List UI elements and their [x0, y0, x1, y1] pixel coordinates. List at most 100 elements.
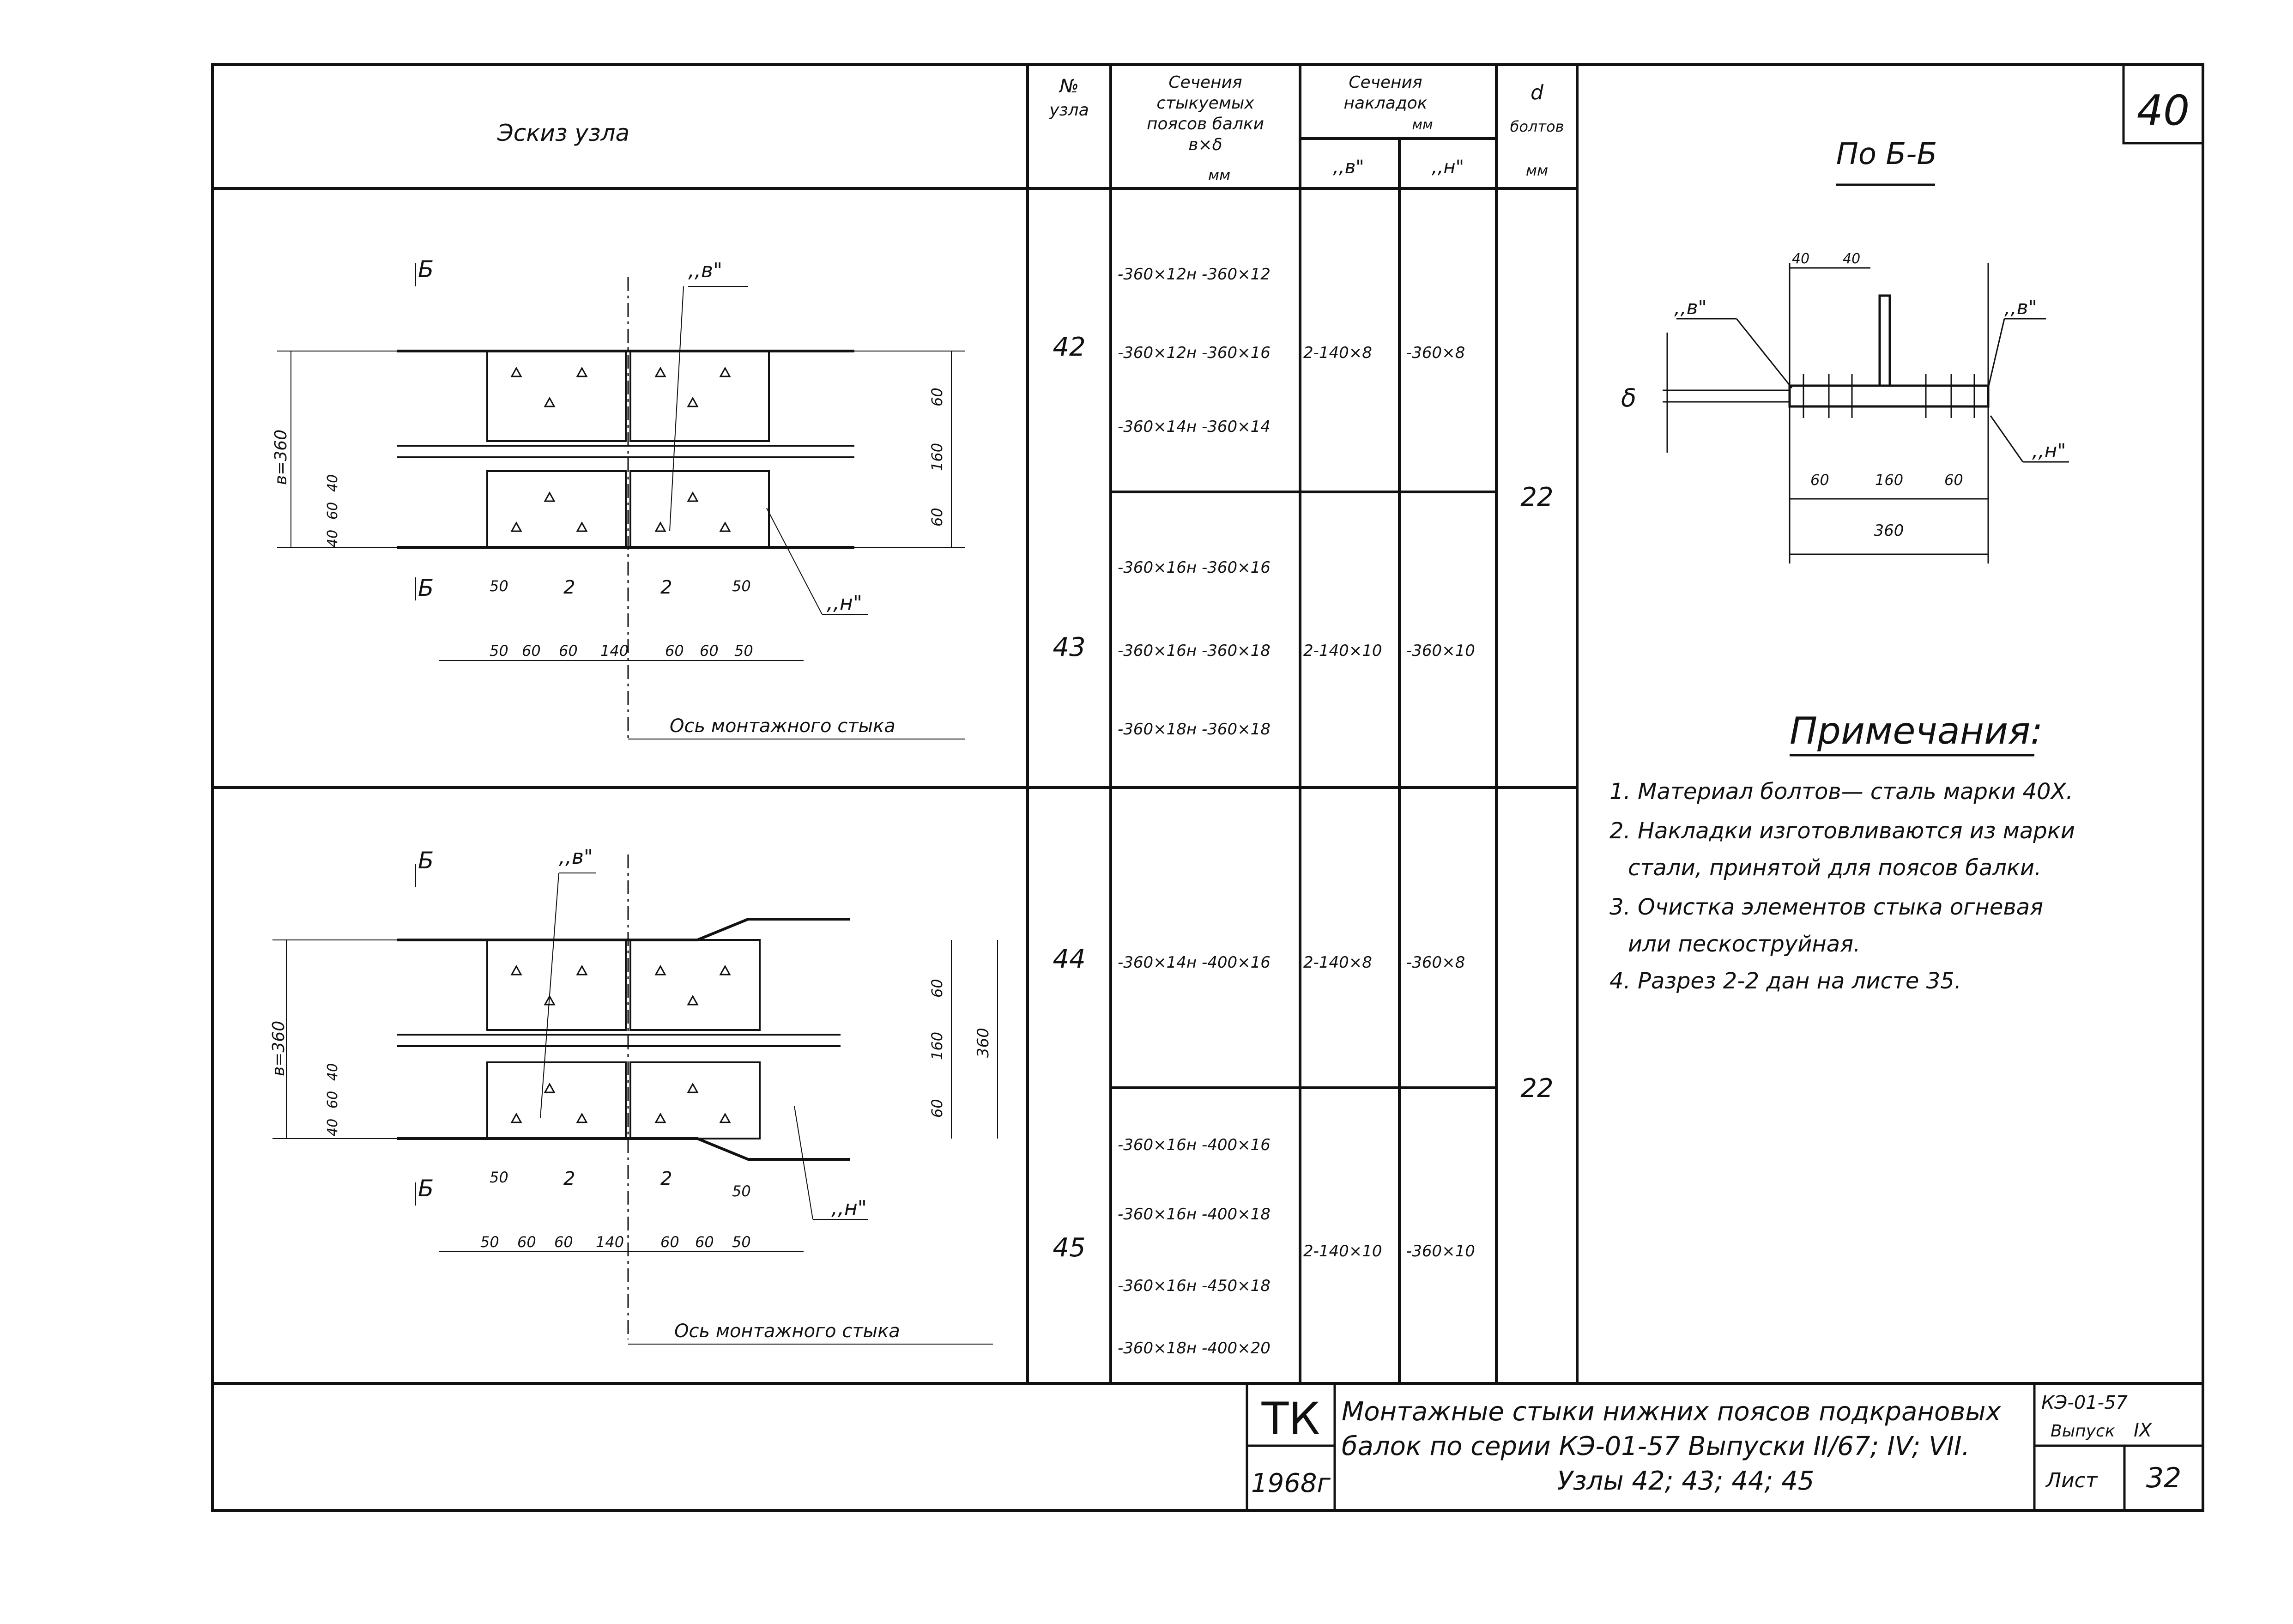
- sketch-top-bottom-dim-3: 60: [559, 642, 578, 660]
- title-series: КЭ-01-57: [2041, 1392, 2128, 1413]
- note-2: 2. Накладки изготовливаются из марки: [1609, 818, 2075, 844]
- sketch-top-right-dim-2: 160: [928, 443, 946, 471]
- sketch-top: Б Б ,,в" ,,н" в=360 40 60 40 60 160 60 5…: [272, 256, 965, 739]
- sketch-bottom-small-dim-4: 50: [732, 1182, 751, 1200]
- sketch-bottom-overall-dim: 360: [974, 1028, 992, 1058]
- note-3-cont: или пескоструйная.: [1628, 931, 1860, 957]
- section-45-2: -360×16н -400×18: [1118, 1205, 1271, 1224]
- sketch-bottom-left-dim-2: 60: [325, 1091, 341, 1109]
- sketch-bottom: Б Б ,,в" ,,н" в=360 40 60 40 60 160 60 3…: [269, 845, 998, 1345]
- sketch-top-section-mark: Б: [418, 256, 434, 283]
- sketch-top-label-n: ,,н": [827, 591, 862, 615]
- sketch-top-small-dim-4: 50: [732, 577, 751, 595]
- header-node-no-2: узла: [1049, 101, 1089, 120]
- title-sheet-value: 32: [2146, 1462, 2181, 1494]
- section-43-2: -360×16н -360×18: [1118, 642, 1271, 660]
- sketch-bottom-label-n: ,,н": [831, 1196, 867, 1220]
- header-flange-3: поясов балки: [1147, 115, 1264, 133]
- sketch-bottom-left-dim-3: 40: [325, 1063, 341, 1081]
- title-block: ТК 1968г Монтажные стыки нижних поясов п…: [1246, 1383, 2203, 1510]
- table-header: Эскиз узла № узла Сечения стыкуемых пояс…: [497, 73, 1564, 184]
- title-line-2: балок по серии КЭ-01-57 Выпуски II/67; I…: [1342, 1431, 1970, 1461]
- sketch-bottom-right-dim-3: 60: [928, 1099, 946, 1118]
- sketch-top-right-dim-3: 60: [928, 508, 946, 527]
- section-view-delta: δ: [1621, 383, 1636, 412]
- section-view-title: По Б-Б: [1836, 137, 1937, 171]
- sketch-top-small-dim-3: 2: [660, 577, 672, 598]
- section-view-label-v-left: ,,в": [1674, 296, 1707, 319]
- sketch-bottom-bottom-dim-3: 60: [554, 1233, 573, 1251]
- sketch-top-section-mark-2: Б: [418, 575, 434, 601]
- sketch-bottom-bottom-dim-4: 140: [596, 1233, 624, 1251]
- plate-v-45: 2-140×10: [1303, 1242, 1382, 1260]
- section-view-top-dim-1: 40: [1792, 251, 1809, 267]
- sketch-top-label-v: ,,в": [688, 259, 722, 282]
- section-view-overall: 360: [1874, 521, 1904, 540]
- notes-title: Примечания:: [1790, 709, 2043, 752]
- sketch-top-bottom-dim-1: 50: [490, 642, 508, 660]
- section-45-3: -360×16н -450×18: [1118, 1277, 1271, 1295]
- sketch-bottom-bottom-dim-7: 50: [732, 1233, 751, 1251]
- header-flange-2: стыкуемых: [1156, 94, 1254, 113]
- section-view-top-dim-2: 40: [1843, 251, 1860, 267]
- section-43-1: -360×16н -360×16: [1118, 558, 1271, 577]
- sketch-bottom-bottom-dim-5: 60: [660, 1233, 679, 1251]
- notes: Примечания: 1. Материал болтов— сталь ма…: [1609, 709, 2075, 994]
- sketch-top-left-dim-2: 60: [325, 502, 341, 520]
- corner-number-box: 40: [2122, 63, 2204, 145]
- sketch-bottom-right-dim-1: 60: [928, 979, 946, 998]
- section-42-2: -360×12н -360×16: [1118, 344, 1271, 362]
- sketch-bottom-axis-label: Ось монтажного стыка: [674, 1321, 900, 1342]
- header-plate-n: ,,н": [1432, 157, 1464, 178]
- sketch-top-small-dim-1: 50: [490, 577, 508, 595]
- header-bolt-3: мм: [1526, 162, 1548, 179]
- plate-v-43: 2-140×10: [1303, 642, 1382, 660]
- node-45: 45: [1053, 1233, 1085, 1263]
- header-flange-4: в×δ: [1188, 135, 1222, 154]
- sketch-bottom-section-mark: Б: [418, 847, 434, 874]
- plate-n-44: -360×8: [1406, 953, 1465, 972]
- sketch-top-right-dim-1: 60: [928, 388, 946, 406]
- bolt-d-group-1: 22: [1520, 482, 1553, 512]
- section-view-label-n: ,,н": [2032, 439, 2066, 462]
- header-sketch: Эскиз узла: [497, 120, 629, 146]
- sketch-bottom-right-dim-2: 160: [928, 1032, 946, 1060]
- sketch-bottom-small-dim-1: 50: [490, 1169, 508, 1186]
- title-issue-value: IX: [2134, 1420, 2153, 1441]
- node-44: 44: [1053, 944, 1085, 974]
- plate-n-45: -360×10: [1406, 1242, 1475, 1260]
- sketch-bottom-label-v: ,,в": [559, 845, 593, 869]
- sketch-top-bottom-dim-5: 60: [665, 642, 684, 660]
- sheet-frame: [211, 63, 2204, 1512]
- plate-n-43: -360×10: [1406, 642, 1475, 660]
- header-node-no-1: №: [1059, 76, 1079, 97]
- section-45-1: -360×16н -400×16: [1118, 1136, 1271, 1154]
- note-4: 4. Разрез 2-2 дан на листе 35.: [1609, 968, 1961, 994]
- sketch-bottom-section-mark-2: Б: [418, 1175, 434, 1202]
- section-45-4: -360×18н -400×20: [1118, 1339, 1271, 1357]
- plate-v-42: 2-140×8: [1303, 344, 1372, 362]
- title-sheet-label: Лист: [2045, 1469, 2098, 1492]
- sketch-bottom-left-dim-1: 40: [325, 1119, 341, 1136]
- section-view-bottom-dim-2: 160: [1875, 471, 1903, 489]
- sketch-top-bottom-dim-4: 140: [600, 642, 629, 660]
- sketch-top-small-dim-2: 2: [563, 577, 575, 598]
- section-view-label-v-right: ,,в": [2004, 296, 2037, 319]
- sketch-bottom-small-dim-3: 2: [660, 1168, 672, 1189]
- sketch-top-axis-label: Ось монтажного стыка: [670, 715, 895, 737]
- header-bolt-2: болтов: [1510, 118, 1564, 135]
- table-body: 42 -360×12н -360×12 -360×12н -360×16 -36…: [1053, 265, 1553, 1357]
- title-line-1: Монтажные стыки нижних поясов подкрановы…: [1342, 1397, 2002, 1427]
- sketch-top-left-dim-1: 40: [325, 530, 341, 547]
- sketch-top-bottom-dim-2: 60: [522, 642, 541, 660]
- title-org: ТК: [1261, 1393, 1320, 1445]
- sketch-top-width: в=360: [272, 430, 290, 485]
- note-3: 3. Очистка элементов стыка огневая: [1609, 894, 2043, 920]
- section-view-bottom-dim-3: 60: [1944, 471, 1963, 489]
- bolt-d-group-2: 22: [1520, 1073, 1553, 1103]
- plate-n-42: -360×8: [1406, 344, 1465, 362]
- sketch-top-left-dim-3: 40: [325, 474, 341, 492]
- section-43-3: -360×18н -360×18: [1118, 720, 1271, 739]
- sketch-bottom-bottom-dim-6: 60: [695, 1233, 714, 1251]
- header-flange-1: Сечения: [1168, 73, 1242, 92]
